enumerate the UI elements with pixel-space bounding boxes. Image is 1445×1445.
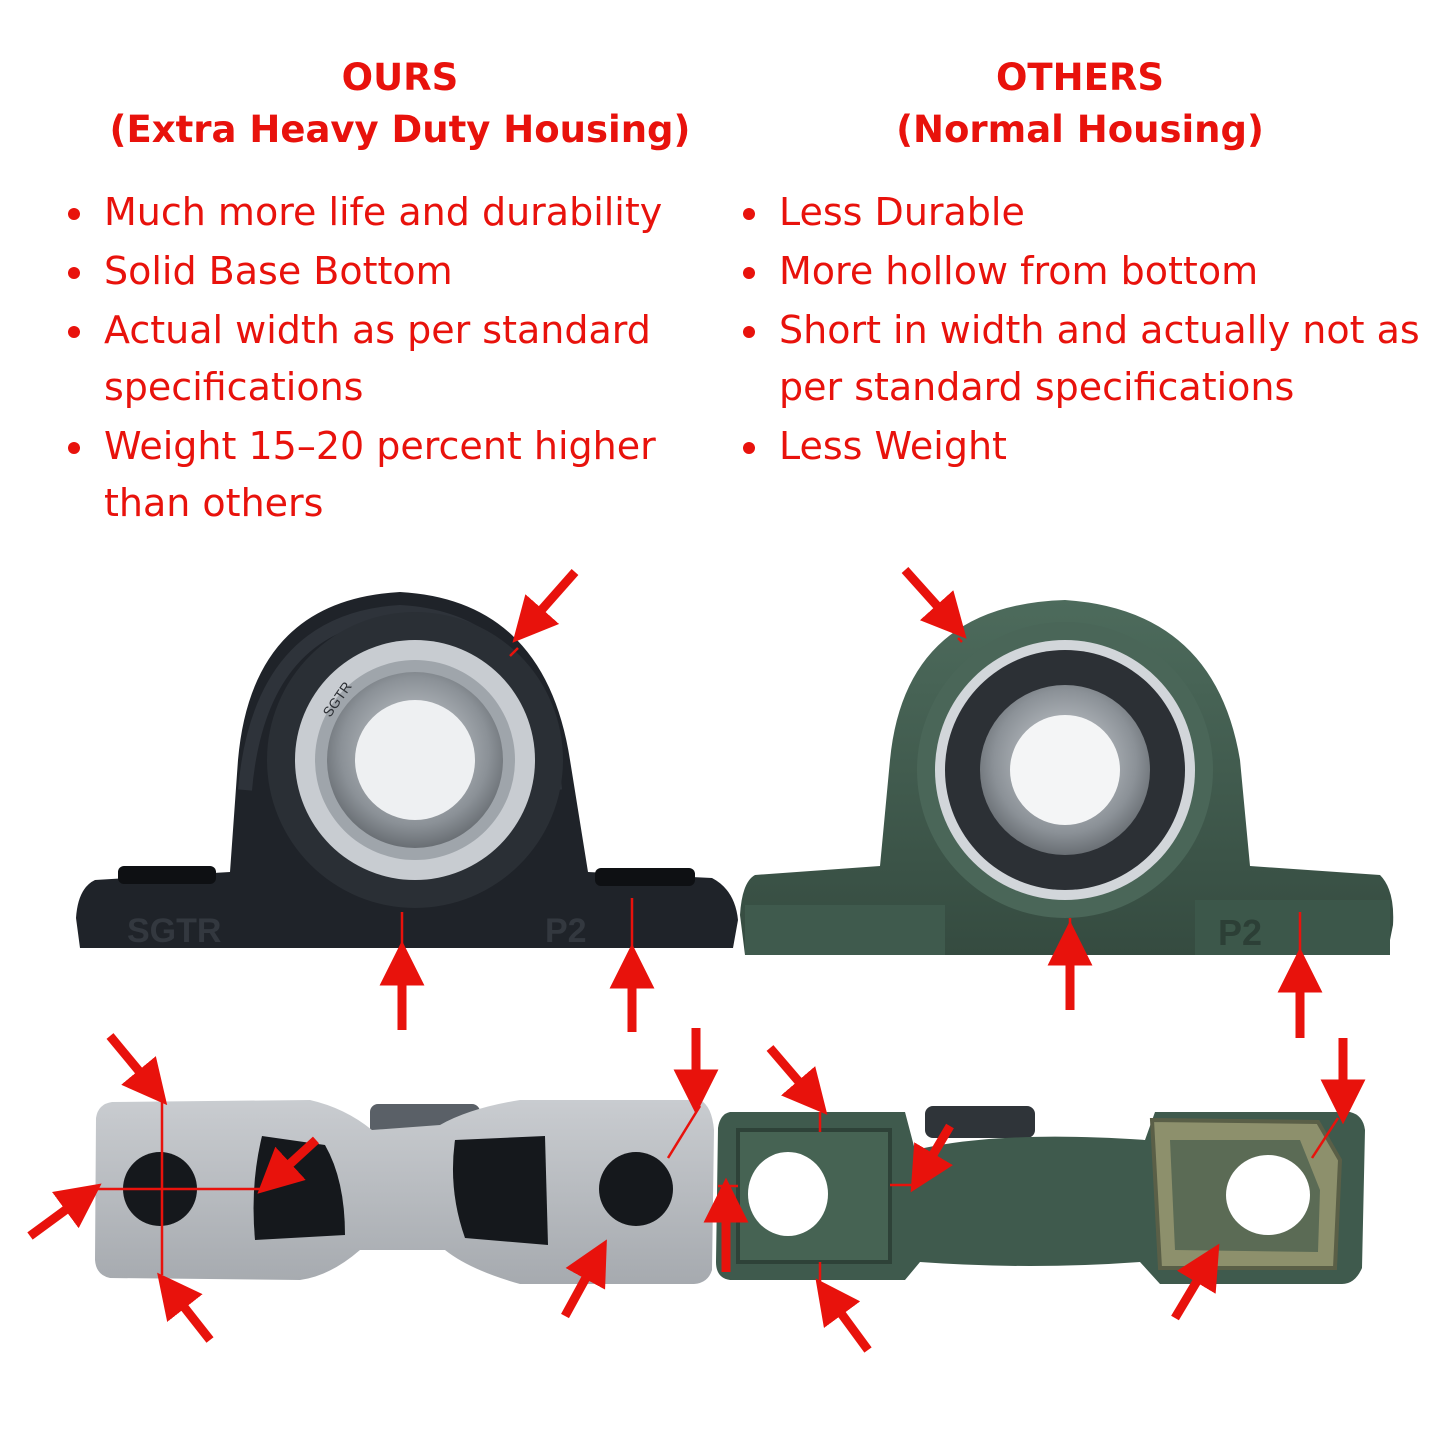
arrow-icon [766, 1045, 828, 1115]
list-item: Weight 15–20 percent higher than others [60, 418, 740, 532]
others-base-bottom [716, 1106, 1365, 1284]
list-item: Much more life and durability [60, 184, 740, 241]
others-pillow-block: P2 [740, 600, 1394, 955]
arrow-icon [512, 569, 579, 643]
arrow-icon [106, 1033, 168, 1106]
ours-foot-embossed-text: P2 [545, 912, 587, 950]
others-column: OTHERS (Normal Housing) Less Durable Mor… [735, 52, 1425, 477]
arrow-icon [1171, 1243, 1220, 1321]
ours-base-embossed-text: SGTR [127, 912, 221, 950]
list-item: Less Weight [735, 418, 1425, 475]
arrow-icon [910, 1123, 954, 1193]
arrow-icon [901, 566, 967, 639]
list-item: Solid Base Bottom [60, 243, 740, 300]
list-item: Less Durable [735, 184, 1425, 241]
arrow-icon [561, 1239, 607, 1319]
arrow-icon [27, 1183, 102, 1240]
others-foot-embossed-text: P2 [1218, 912, 1262, 953]
measurement-lines [95, 637, 1340, 1282]
others-title: OTHERS [995, 56, 1165, 99]
ours-base-bottom [95, 1100, 714, 1284]
others-subtitle: (Normal Housing) [896, 108, 1264, 151]
annotation-arrows [27, 566, 1366, 1353]
ours-title: OURS [341, 56, 459, 99]
others-feature-list: Less Durable More hollow from bottom Sho… [735, 184, 1425, 475]
arrow-icon [157, 1272, 214, 1343]
list-item: Short in width and actually not as per s… [735, 302, 1425, 416]
list-item: Actual width as per standard specificati… [60, 302, 740, 416]
list-item: More hollow from bottom [735, 243, 1425, 300]
ours-pillow-block: SGTR P2 SGTR [76, 592, 738, 950]
arrow-icon [257, 1136, 320, 1194]
ours-feature-list: Much more life and durability Solid Base… [60, 184, 740, 532]
arrow-icon [815, 1278, 872, 1353]
comparison-photo: SGTR P2 SGTR P2 [27, 566, 1394, 1353]
ours-column: OURS (Extra Heavy Duty Housing) Much mor… [60, 52, 740, 534]
ours-subtitle: (Extra Heavy Duty Housing) [109, 108, 691, 151]
